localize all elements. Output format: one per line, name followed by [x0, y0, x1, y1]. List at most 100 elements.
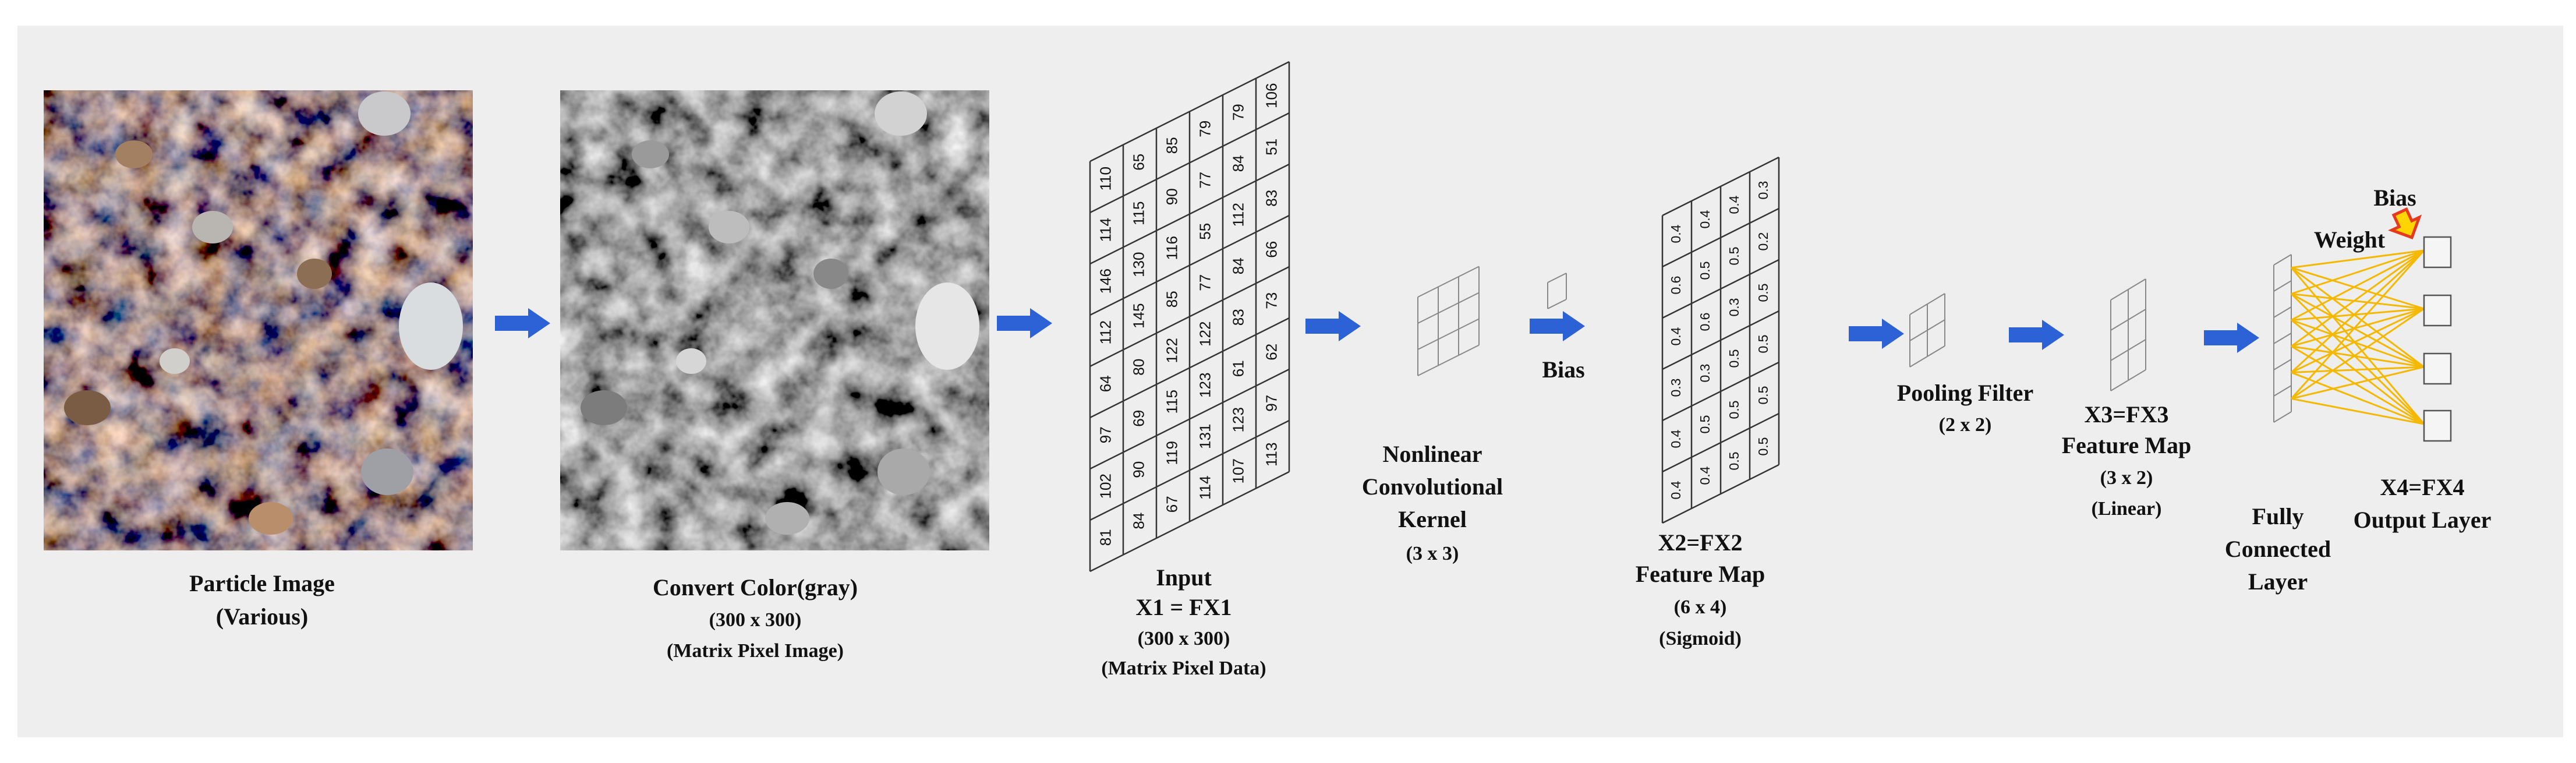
input-caption-line: (300 x 300) — [1138, 628, 1230, 649]
grid-line — [1547, 273, 1567, 283]
weight-connection — [2290, 249, 2425, 373]
weight-connection — [2291, 319, 2425, 425]
input-matrix-cell: 83 — [1229, 309, 1247, 326]
right-arrow-icon — [1305, 311, 1361, 341]
input-matrix-cell: 106 — [1262, 83, 1280, 108]
flow-arrows — [495, 308, 2259, 353]
input-matrix-cell: 110 — [1096, 167, 1114, 190]
grid-line — [2273, 359, 2292, 370]
input-caption-line: Input — [1156, 564, 1212, 591]
particle-image-caption-line: Particle Image — [189, 570, 335, 596]
weight-connection — [2291, 319, 2425, 368]
weight-connection — [2290, 267, 2425, 425]
input-matrix-cell: 77 — [1196, 172, 1213, 189]
input-matrix-cell: 67 — [1163, 496, 1180, 513]
input-matrix-cell: 51 — [1262, 139, 1280, 156]
weight-connection — [2290, 293, 2425, 425]
right-arrow-icon — [997, 308, 1052, 338]
input-matrix-cell: 55 — [1196, 223, 1213, 240]
feature-map-cell: 0.5 — [1726, 401, 1742, 419]
right-arrow-icon — [2009, 320, 2064, 350]
gray-image-caption-line: (300 x 300) — [709, 609, 802, 631]
weight-connection — [2291, 366, 2425, 400]
input-matrix-cell: 97 — [1096, 426, 1114, 443]
input-matrix-cell: 107 — [1229, 458, 1247, 483]
weight-connection — [2291, 293, 2425, 368]
input-matrix-cell: 115 — [1163, 390, 1180, 414]
input-matrix-cell: 114 — [1196, 476, 1213, 500]
input-matrix-cell: 69 — [1130, 410, 1147, 427]
kernel-caption-line: Nonlinear — [1382, 441, 1482, 467]
input-matrix-cell: 79 — [1196, 121, 1213, 137]
input-matrix-cell: 145 — [1130, 303, 1147, 328]
input-matrix-cell: 64 — [1096, 375, 1114, 392]
input-matrix-cell: 146 — [1096, 269, 1114, 294]
weight-connection — [2291, 398, 2425, 425]
feature-map-cell: 0.4 — [1697, 466, 1712, 485]
pooling-caption-line: Pooling Filter — [1897, 380, 2033, 406]
input-matrix-cell: 83 — [1262, 190, 1280, 207]
input-matrix-cell: 130 — [1130, 252, 1147, 277]
input-matrix-cell: 112 — [1096, 320, 1114, 344]
weight-connection — [2291, 267, 2425, 310]
feature-map-cell: 0.5 — [1756, 386, 1771, 405]
weight-connection — [2291, 372, 2425, 425]
feature-map-cell: 0.5 — [1697, 262, 1712, 280]
weight-label: Weight — [2314, 227, 2386, 253]
input-matrix-cell: 85 — [1163, 291, 1180, 308]
input-matrix-cell: 62 — [1262, 344, 1280, 361]
grid-line — [2273, 385, 2292, 397]
input-matrix-cell: 84 — [1229, 257, 1247, 274]
input-matrix-cell: 61 — [1229, 360, 1247, 377]
output-bias-label: Bias — [2373, 185, 2416, 211]
right-arrow-icon — [2204, 323, 2259, 353]
feature-map-cell: 0.6 — [1668, 276, 1683, 295]
feature-map-cell: 0.5 — [1756, 437, 1771, 456]
input-caption-line: X1 = FX1 — [1136, 594, 1232, 620]
grid-line — [2273, 306, 2292, 318]
feature-map-cell: 0.5 — [1726, 452, 1742, 471]
feature-map-cell: 0.5 — [1726, 349, 1742, 368]
convolutional-kernel-grid — [1417, 266, 1480, 376]
feature-map-cell: 0.4 — [1726, 195, 1742, 214]
kernel-caption-line: (3 x 3) — [1406, 543, 1459, 564]
feature-map-cell: 0.5 — [1697, 415, 1712, 434]
gray-pebble-highlights — [581, 91, 979, 535]
input-matrix-cell: 122 — [1163, 338, 1180, 363]
x2-caption-line: (6 x 4) — [1674, 596, 1727, 618]
grid-line — [2273, 280, 2292, 292]
input-matrix: 1106585797910611411590778451146130116551… — [1089, 61, 1290, 573]
weight-connection — [2291, 249, 2425, 321]
down-arrow-icon — [2388, 207, 2422, 239]
weight-connection — [2291, 293, 2425, 310]
input-matrix-cell: 116 — [1163, 236, 1180, 260]
input-matrix-cell: 84 — [1229, 155, 1247, 172]
right-arrow-icon — [1530, 311, 1585, 341]
gray-image-caption-line: (Matrix Pixel Image) — [667, 640, 844, 662]
feature-map-cell: 0.4 — [1668, 481, 1683, 499]
input-matrix-cell: 81 — [1096, 529, 1114, 546]
weight-connection — [2291, 366, 2425, 373]
fully-connected-caption-line: Layer — [2248, 568, 2308, 595]
weight-connection — [2291, 308, 2425, 347]
x3-caption-line: (3 x 2) — [2100, 467, 2153, 489]
input-matrix-cell: 85 — [1163, 137, 1180, 154]
weight-connection — [2291, 345, 2425, 425]
input-matrix-cell: 90 — [1130, 461, 1147, 478]
input-matrix-cell: 102 — [1096, 474, 1114, 499]
feature-map-cell: 0.3 — [1668, 379, 1683, 397]
input-matrix-cell: 73 — [1262, 292, 1280, 309]
weight-connection — [2291, 308, 2425, 400]
grid-line — [1417, 266, 1480, 298]
x4-caption-line: X4=FX4 — [2380, 474, 2465, 500]
input-matrix-cell: 97 — [1262, 395, 1280, 412]
weight-connection — [2291, 249, 2425, 295]
feature-map-cell: 0.2 — [1756, 232, 1771, 251]
kernel-caption-line: Convolutional — [1362, 474, 1503, 500]
input-matrix-cell: 122 — [1196, 322, 1213, 347]
bias-label: Bias — [1542, 356, 1584, 383]
grayscale-image — [560, 90, 989, 550]
feature-map-cell: 0.4 — [1668, 224, 1683, 243]
grid-line — [2273, 254, 2292, 266]
feature-map-cell: 0.3 — [1726, 298, 1742, 317]
